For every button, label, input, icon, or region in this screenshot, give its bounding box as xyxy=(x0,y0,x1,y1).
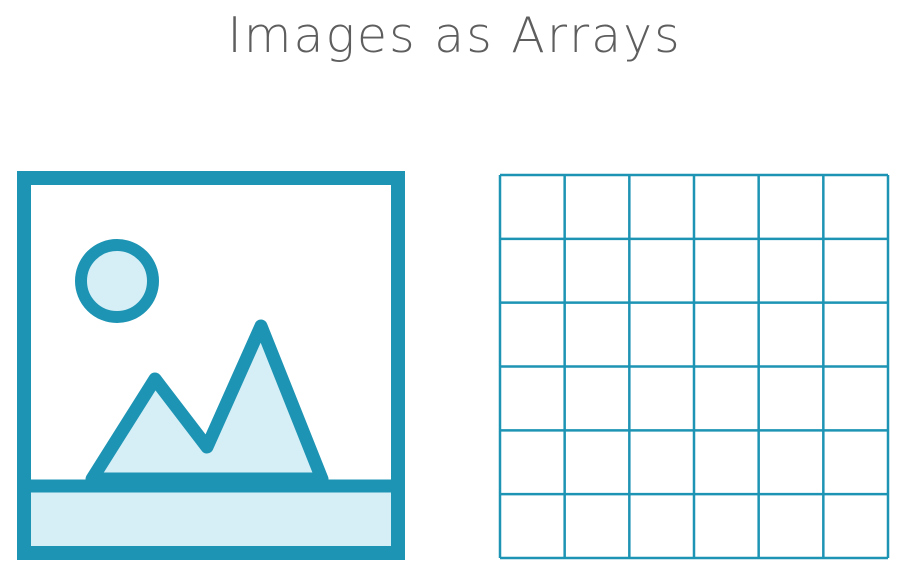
picture-frame xyxy=(17,171,405,560)
sun-circle xyxy=(75,239,159,323)
slide-title: Images as Arrays xyxy=(227,7,682,64)
ground-band xyxy=(25,486,397,546)
mountains-shape xyxy=(85,319,329,486)
